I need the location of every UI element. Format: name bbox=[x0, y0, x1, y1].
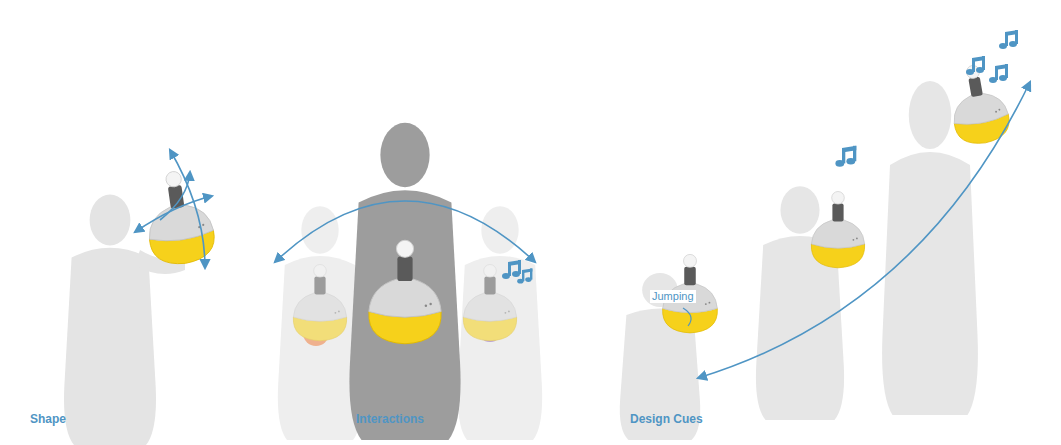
jump-arrow bbox=[698, 82, 1030, 378]
device bbox=[293, 265, 346, 341]
person-silhouette bbox=[620, 81, 978, 440]
callout-label: Jumping bbox=[650, 290, 696, 303]
music-note bbox=[502, 260, 532, 284]
person-silhouette bbox=[349, 123, 460, 440]
device bbox=[811, 192, 864, 268]
music-note bbox=[835, 30, 1018, 167]
device bbox=[141, 167, 218, 268]
section-title: Interactions bbox=[356, 412, 424, 426]
motion-arrows bbox=[135, 150, 212, 268]
section-title: Shape bbox=[30, 412, 66, 426]
section-title: Design Cues bbox=[630, 412, 703, 426]
device bbox=[369, 240, 441, 344]
swing-arrow bbox=[275, 201, 535, 262]
leader-line bbox=[683, 308, 691, 326]
